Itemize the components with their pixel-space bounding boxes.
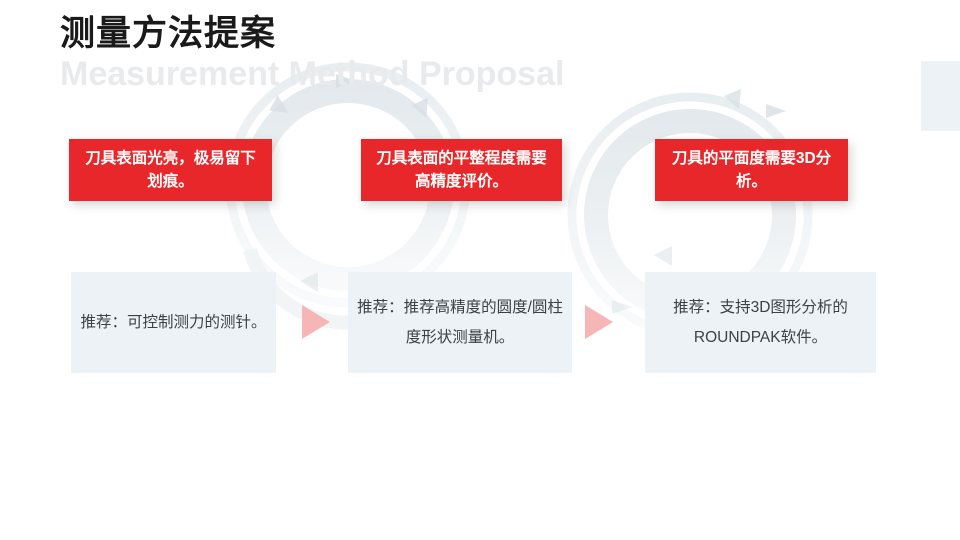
problem-box-1-label: 刀具表面光亮，极易留下划痕。	[85, 150, 256, 190]
recommendation-box-3[interactable]: 推荐：支持3D图形分析的ROUNDPAK软件。	[645, 272, 876, 373]
problem-box-1[interactable]: 刀具表面光亮，极易留下划痕。	[69, 139, 272, 201]
recommendation-box-2-label: 推荐：推荐高精度的圆度/圆柱度形状测量机。	[357, 298, 563, 346]
flow-arrow-right-icon-2	[585, 305, 613, 339]
page-subtitle-en: Measurement Method Proposal	[60, 55, 565, 93]
problem-box-2[interactable]: 刀具表面的平整程度需要高精度评价。	[361, 139, 562, 201]
right-edge-accent-block	[921, 61, 960, 131]
problem-box-2-label: 刀具表面的平整程度需要高精度评价。	[376, 150, 547, 190]
problem-box-3-label: 刀具的平面度需要3D分析。	[671, 150, 832, 190]
recommendation-box-1[interactable]: 推荐：可控制测力的测针。	[71, 272, 276, 373]
recommendation-box-2[interactable]: 推荐：推荐高精度的圆度/圆柱度形状测量机。	[348, 272, 572, 373]
title-block: 测量方法提案 Measurement Method Proposal	[60, 12, 564, 94]
page-title-cn: 测量方法提案	[60, 14, 277, 53]
recommendation-box-3-label: 推荐：支持3D图形分析的ROUNDPAK软件。	[673, 298, 848, 346]
recommendation-box-1-label: 推荐：可控制测力的测针。	[80, 313, 267, 331]
flow-arrow-right-icon-1	[302, 305, 330, 339]
problem-box-3[interactable]: 刀具的平面度需要3D分析。	[655, 139, 848, 201]
